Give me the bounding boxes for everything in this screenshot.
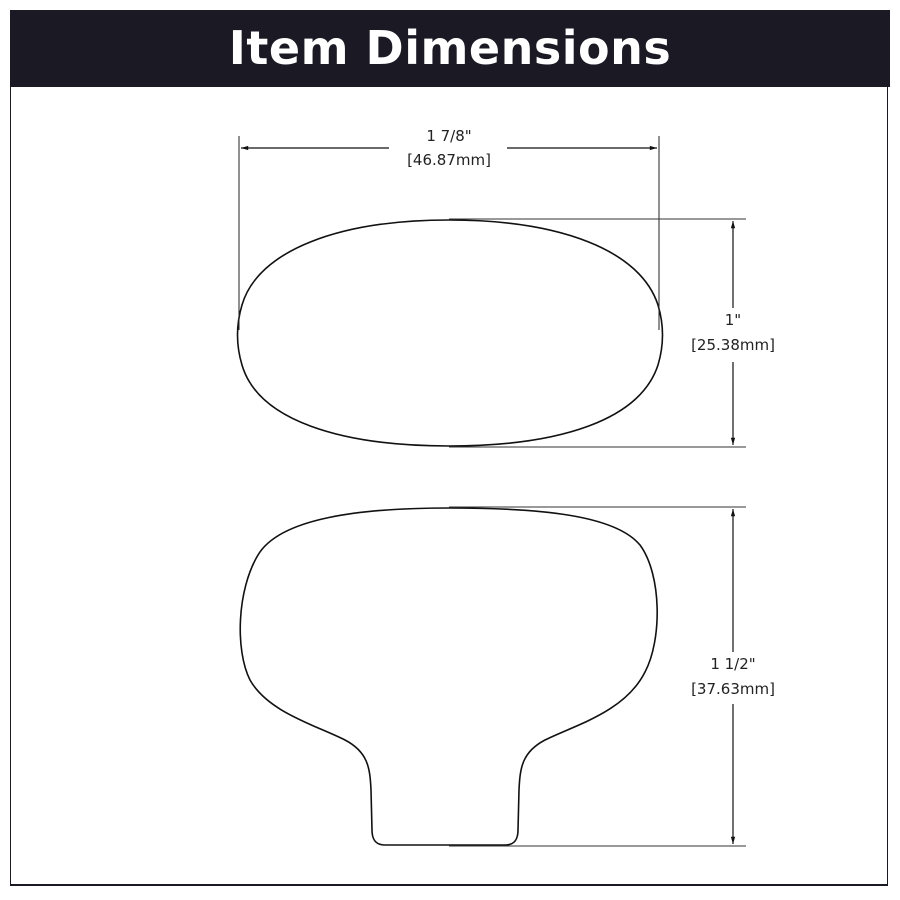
top-view-outline [236,219,664,447]
projection-imperial-label: 1 1/2" [710,655,755,673]
width-dimension: 1 7/8" [46.87mm] [238,127,660,330]
projection-dimension: 1 1/2" [37.63mm] [449,506,775,847]
side-view-outline [239,507,658,846]
width-metric-label: [46.87mm] [407,151,491,169]
top-height-imperial-label: 1" [725,311,741,329]
projection-metric-label: [37.63mm] [691,680,775,698]
page-title: Item Dimensions [228,20,672,75]
header-bar: Item Dimensions [10,10,890,87]
top-height-metric-label: [25.38mm] [691,336,775,354]
width-imperial-label: 1 7/8" [426,127,471,145]
top-height-dimension: 1" [25.38mm] [449,218,775,448]
